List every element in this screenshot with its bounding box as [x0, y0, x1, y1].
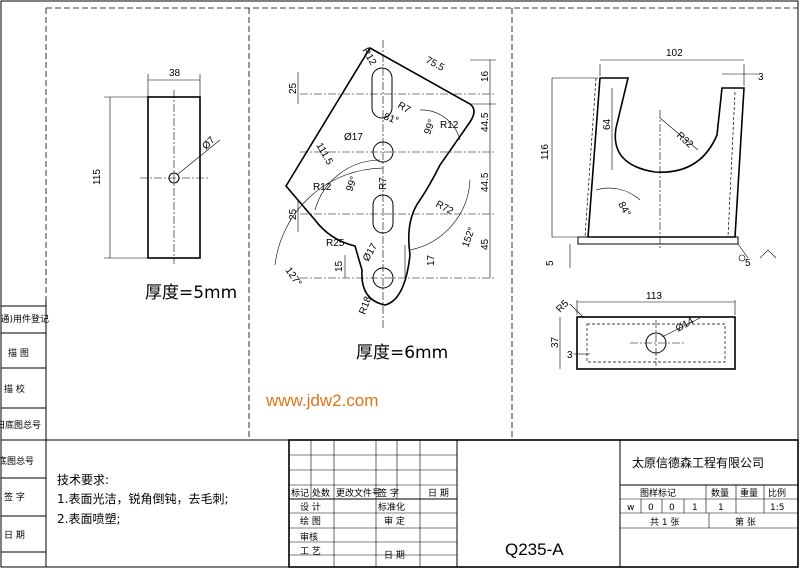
dim-37: 37 — [550, 336, 561, 348]
dim-127: 127° — [283, 265, 304, 288]
dim-phi17-bot: Ø17 — [361, 241, 380, 263]
dim-phi14: Ø14 — [674, 315, 696, 334]
dim-99-mid: 99° — [344, 175, 360, 193]
dim-25-top: 25 — [288, 82, 299, 94]
title-block: 标记 处数 更改文件号 签 字 日 期 设 计 标准化 绘 图 审 定 审核 工… — [288, 439, 799, 568]
strip-label-5: 签 字 — [4, 491, 25, 503]
watermark-url: www.jdw2.com — [265, 391, 378, 410]
dim-r18: R18 — [357, 295, 374, 316]
row-process: 工 艺 — [300, 546, 321, 557]
upper-slot — [371, 67, 393, 119]
right-view: 102 3 116 64 R32 84° 5 5 — [540, 48, 777, 269]
weld-symbol-icon — [738, 254, 746, 262]
dim-phi17-top: Ø17 — [344, 132, 363, 143]
stage-value-1: 0 — [648, 503, 654, 513]
dim-5-left: 5 — [545, 260, 556, 266]
dim-hole: Ø7 — [200, 135, 218, 153]
stage-value-3: 1 — [692, 503, 698, 513]
stage-value-2: 0 — [669, 503, 675, 513]
row-design: 设 计 — [300, 501, 321, 513]
row-standard: 标准化 — [378, 501, 405, 513]
weight-label: 重量 — [740, 487, 758, 499]
dim-r12-left: R12 — [313, 182, 332, 193]
dim-44-5-top: 44.5 — [480, 112, 491, 132]
dim-81: 81° — [382, 111, 400, 127]
tech-heading: 技术要求: — [57, 473, 109, 487]
dim-99-top: 99° — [422, 118, 438, 136]
dim-15: 15 — [334, 260, 345, 272]
base-outline — [576, 316, 736, 370]
material-label: Q235-A — [505, 540, 564, 559]
row-draw: 绘 图 — [300, 515, 321, 527]
dim-84: 84° — [615, 200, 632, 219]
hdr-sign: 签 字 — [378, 487, 399, 499]
tech-requirements: 技术要求: 1.表面光洁，锐角倒钝，去毛刺; 2.表面喷塑; — [57, 473, 229, 526]
dim-3-top: 3 — [758, 72, 764, 83]
hdr-change-doc: 更改文件号 — [336, 487, 381, 499]
dim-r25: R25 — [326, 238, 345, 249]
qty-value: 1 — [718, 503, 724, 513]
dim-44-5-bot: 44.5 — [480, 172, 491, 192]
qty-label: 数量 — [711, 487, 729, 499]
dim-r7-top: R7 — [396, 100, 413, 116]
tech-item-2: 2.表面喷塑; — [57, 511, 121, 526]
row-review: 审核 — [300, 531, 318, 543]
dim-r32: R32 — [674, 130, 695, 151]
dim-25-mid: 25 — [288, 208, 299, 220]
hdr-count: 处数 — [312, 487, 330, 499]
dim-height: 115 — [92, 169, 103, 185]
scale-value: 1:5 — [770, 503, 784, 513]
left-hole — [168, 172, 180, 184]
bottom-view: 113 R5 Ø14 37 3 — [550, 291, 736, 370]
tech-item-1: 1.表面光洁，锐角倒钝，去毛刺; — [57, 492, 229, 506]
row-date: 日 期 — [384, 550, 405, 561]
dim-64: 64 — [602, 118, 613, 130]
dim-3: 3 — [567, 350, 573, 361]
hdr-mark: 标记 — [291, 487, 309, 499]
base-plate — [577, 236, 739, 245]
dim-width: 38 — [169, 68, 181, 79]
dim-r72: R72 — [434, 199, 456, 218]
strip-label-1: 描 图 — [8, 347, 29, 359]
dim-75-5: 75.5 — [424, 55, 447, 74]
stage-label: 图样标记 — [640, 487, 676, 499]
dim-16: 16 — [480, 70, 491, 82]
dim-102: 102 — [666, 48, 683, 59]
company-name: 太原信德森工程有限公司 — [632, 455, 764, 470]
dim-17: 17 — [426, 254, 437, 266]
dim-r5: R5 — [554, 298, 571, 315]
middle-view: R12 75.5 16 25 R7 81° 111.5 Ø17 99° R12 … — [265, 40, 496, 410]
dim-152: 152° — [460, 226, 477, 249]
left-view: 38 115 Ø7 厚度=5mm — [92, 68, 237, 303]
row-approve: 审 定 — [384, 515, 405, 527]
strip-label-2: 描 校 — [4, 383, 25, 395]
bracket-outline — [285, 46, 475, 306]
dim-r12-right: R12 — [440, 120, 459, 131]
dim-116: 116 — [540, 144, 551, 160]
dim-113: 113 — [646, 291, 662, 302]
dim-r12-top: R12 — [359, 46, 378, 68]
dim-45: 45 — [480, 238, 491, 250]
dim-5-right: 5 — [745, 258, 751, 269]
u-bracket-outline — [587, 77, 745, 238]
dim-111-5: 111.5 — [313, 141, 335, 167]
thickness-note-middle: 厚度=6mm — [356, 343, 448, 363]
total-sheets: 共 1 张 — [650, 517, 679, 528]
left-registration-strip: 借(通)用件登记 描 图 描 校 旧底图总号 底图总号 签 字 日 期 — [0, 300, 49, 567]
strip-label-0: 借(通)用件登记 — [0, 313, 49, 325]
scale-label: 比例 — [768, 487, 786, 499]
sheet-number: 第 张 — [735, 516, 756, 528]
strip-label-6: 日 期 — [4, 530, 25, 541]
hdr-date: 日 期 — [428, 488, 449, 499]
thickness-note-left: 厚度=5mm — [145, 283, 237, 303]
strip-label-3: 旧底图总号 — [0, 419, 41, 431]
strip-label-4: 底图总号 — [0, 455, 34, 467]
stage-value-0: w — [627, 503, 634, 513]
dim-r7-mid: R7 — [378, 177, 389, 190]
